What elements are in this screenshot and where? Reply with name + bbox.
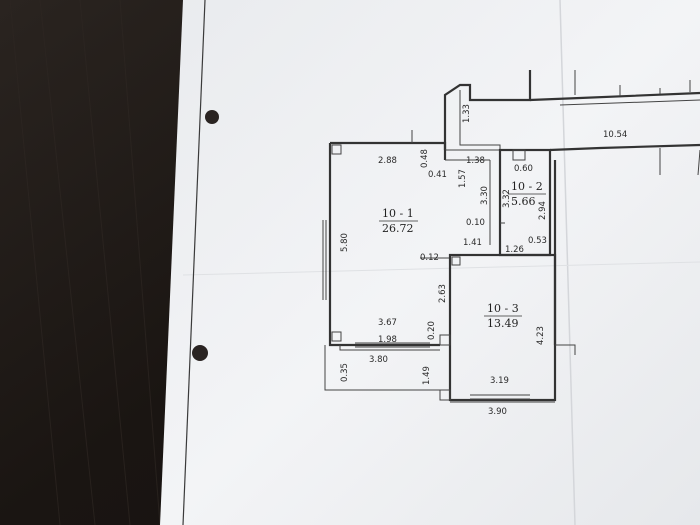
dim-label: 1.38 (466, 156, 485, 166)
dim-label: 0.48 (420, 149, 430, 168)
dim-label: 2.88 (378, 156, 397, 166)
dim-label: 0.10 (466, 218, 485, 228)
dim-label: 4.23 (536, 326, 546, 345)
room-10-3-area: 13.49 (487, 317, 519, 330)
dim-label: 3.19 (490, 376, 509, 386)
dim-label: 0.53 (528, 236, 547, 246)
column-marker-2 (331, 331, 342, 342)
paper-sheet (160, 0, 700, 525)
paper-crease-2 (182, 261, 700, 276)
dim-label: 0.41 (428, 170, 447, 180)
room-10-1-id: 10 - 1 (382, 207, 414, 220)
dim-label: 10.54 (603, 130, 627, 140)
table-grain (9, 0, 161, 525)
dim-label: 2.94 (538, 201, 548, 220)
margin-line (182, 0, 206, 525)
binder-hole-top (205, 110, 219, 124)
dim-label: 1.33 (462, 104, 472, 123)
dim-label: 1.26 (505, 245, 524, 255)
floor-plan (322, 70, 700, 403)
dim-label: 5.80 (340, 233, 350, 252)
dim-label: 1.98 (378, 335, 397, 345)
dim-label: 1.57 (458, 169, 468, 188)
dim-label: 3.30 (480, 186, 490, 205)
room-10-2-id: 10 - 2 (511, 180, 543, 193)
dim-label: 1.41 (463, 238, 482, 248)
dim-label: 3.80 (369, 355, 388, 365)
dim-label: 0.35 (340, 363, 350, 382)
dim-label: 0.20 (427, 321, 437, 340)
dim-label: 0.12 (420, 253, 439, 263)
dim-label: 3.90 (488, 407, 507, 417)
room-10-3-id: 10 - 3 (487, 302, 519, 315)
dim-label: 1.49 (422, 366, 432, 385)
room-10-2-area: 5.66 (511, 195, 536, 208)
binder-hole-bottom (192, 345, 208, 361)
dim-label: 3.67 (378, 318, 397, 328)
room-10-1-area: 26.72 (382, 222, 414, 235)
room-labels: 10 - 1 26.72 10 - 2 5.66 10 - 3 13.49 (379, 180, 546, 330)
dim-label: 3.32 (502, 189, 512, 208)
dim-label: 2.63 (438, 284, 448, 303)
paper-crease (559, 0, 576, 525)
dim-label: 0.60 (514, 164, 533, 174)
wall-room-10-3 (448, 253, 557, 402)
dimension-labels: 1.33 10.54 2.88 0.48 0.41 1.38 1.57 3.30… (340, 104, 627, 417)
column-marker (331, 144, 342, 155)
